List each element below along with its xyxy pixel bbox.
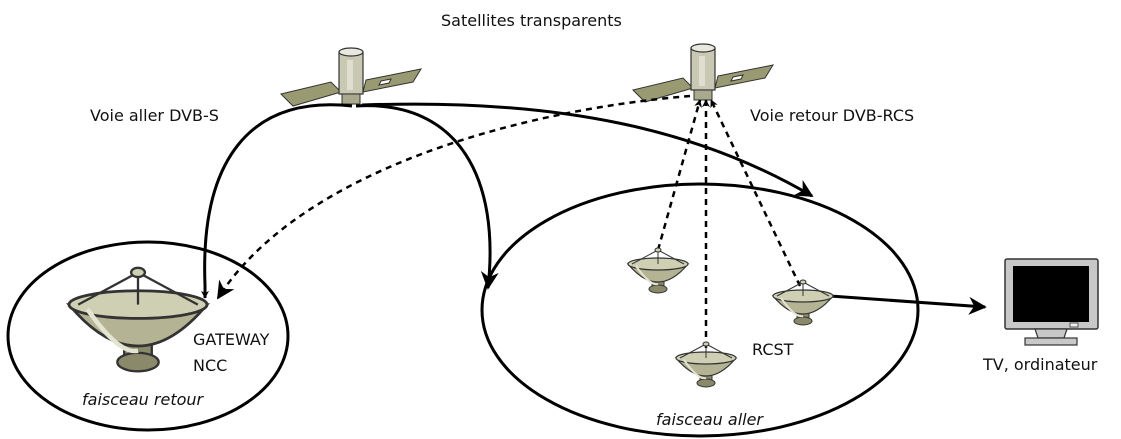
return-link-to-gateway <box>216 94 691 300</box>
rcst-dish-icon-3 <box>675 341 737 388</box>
rcst-dish-icon-2 <box>772 279 834 326</box>
rcst-dish-icon-1 <box>627 247 689 294</box>
title-label: Satellites transparents <box>441 11 622 30</box>
return-link-label: Voie retour DVB-RCS <box>750 106 915 125</box>
return-link-rcst-3 <box>709 99 802 287</box>
return-link-rcst-1 <box>656 99 702 251</box>
forward-link-to-gateway <box>201 103 353 299</box>
tv-monitor-icon <box>1004 258 1099 346</box>
forward-beam-label: faisceau aller <box>656 410 764 429</box>
gateway-label: GATEWAY <box>193 330 270 349</box>
ncc-label: NCC <box>193 356 228 375</box>
return-beam-ellipse <box>6 240 290 432</box>
return-beam-label: faisceau retour <box>82 390 204 409</box>
satellite-right-icon <box>632 43 774 103</box>
rcst-label: RCST <box>752 340 794 359</box>
satellite-left-icon <box>280 47 422 107</box>
tv-label: TV, ordinateur <box>983 355 1098 374</box>
forward-link-to-rcst <box>361 102 814 198</box>
forward-beam-ellipse <box>480 182 920 438</box>
forward-link-label: Voie aller DVB-S <box>90 106 219 125</box>
forward-link-to-forward-beam <box>355 104 499 290</box>
rcst-to-tv-link <box>829 294 987 315</box>
gateway-dish-icon <box>69 268 207 372</box>
